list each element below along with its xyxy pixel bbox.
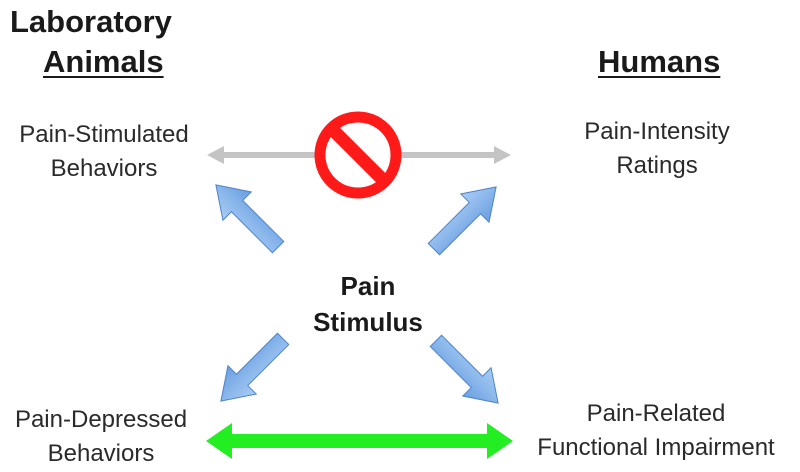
node-pain-stimulated-line1: Pain-Stimulated (19, 121, 189, 148)
node-pain-intensity-line1: Pain-Intensity (584, 118, 730, 145)
heading-laboratory-animals: Laboratory Animals (10, 2, 172, 82)
blue-arrow-up-left (215, 184, 285, 254)
node-pain-intensity: Pain-Intensity Ratings (568, 115, 746, 183)
prohibited-icon (314, 111, 402, 199)
blue-arrow-down-right (429, 334, 499, 404)
node-pain-intensity-line2: Ratings (616, 152, 698, 179)
node-pain-related: Pain-Related Functional Impairment (518, 397, 794, 465)
heading-animals-line2-wrap: Animals (10, 42, 172, 82)
green-double-arrow (206, 423, 513, 459)
node-pain-depressed-line2: Behaviors (47, 440, 155, 467)
blue-arrow-up-right (427, 186, 497, 256)
node-pain-stimulated-line2: Behaviors (50, 155, 158, 182)
node-pain-stimulated: Pain-Stimulated Behaviors (8, 118, 200, 186)
node-pain-stimulus-line2: Stimulus (313, 307, 423, 337)
heading-animals-line2: Animals (43, 44, 164, 79)
node-pain-stimulus: Pain Stimulus (300, 268, 436, 340)
node-pain-stimulus-line1: Pain (340, 271, 396, 301)
blue-arrow-down-left (220, 332, 290, 402)
heading-humans-wrap: Humans (598, 42, 720, 82)
node-pain-related-line2: Functional Impairment (537, 434, 775, 461)
heading-animals-line1: Laboratory (10, 4, 172, 39)
node-pain-depressed: Pain-Depressed Behaviors (6, 403, 196, 471)
heading-humans: Humans (598, 44, 721, 79)
node-pain-depressed-line1: Pain-Depressed (14, 406, 188, 433)
node-pain-related-line1: Pain-Related (586, 400, 726, 427)
